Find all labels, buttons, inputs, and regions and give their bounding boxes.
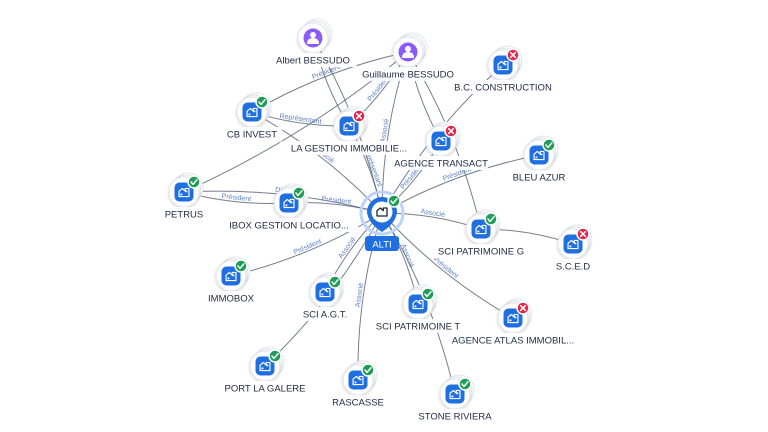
building-icon <box>493 55 513 75</box>
building-icon <box>255 356 275 376</box>
building-icon <box>529 145 549 165</box>
status-cross-icon <box>444 124 458 138</box>
edge-label: Associé <box>355 282 365 307</box>
node-bleuazur[interactable]: BLEU AZUR <box>508 135 570 184</box>
person-icon <box>398 42 418 62</box>
edge-line <box>251 111 383 214</box>
node-sciagt[interactable]: SCI A.G.T. <box>292 272 358 321</box>
node-scipatt[interactable]: SCI PATRIMOINE T <box>368 284 468 333</box>
status-check-icon <box>421 287 435 301</box>
status-check-icon <box>268 349 282 363</box>
node-scipatg[interactable]: SCI PATRIMOINE G <box>431 209 531 258</box>
building-icon <box>503 308 523 328</box>
edge-label: Président <box>321 196 351 206</box>
status-cross-icon <box>352 109 366 123</box>
node-bc[interactable]: B.C. CONSTRUCTION <box>450 45 556 94</box>
node-label: CB INVEST <box>227 129 277 140</box>
status-cross-icon <box>516 301 530 315</box>
node-label: SCI PATRIMOINE T <box>376 321 461 332</box>
status-check-icon <box>387 194 401 208</box>
building-icon <box>221 266 241 286</box>
node-label: PORT LA GALERE <box>225 383 306 394</box>
node-label: STONE RIVIERA <box>418 411 492 422</box>
node-label: LA GESTION IMMOBILIE... <box>291 143 407 154</box>
node-albert[interactable]: Albert BESSUDO <box>268 18 358 67</box>
building-icon <box>348 370 368 390</box>
edge-label: Associé <box>380 118 391 143</box>
node-label: AGENCE TRANSACT <box>394 158 488 169</box>
building-icon <box>315 282 335 302</box>
node-label: SCI PATRIMOINE G <box>438 246 524 257</box>
node-alti-center[interactable]: ALTI <box>359 190 405 251</box>
edge-label: Représentant <box>279 113 322 126</box>
status-cross-icon <box>576 227 590 241</box>
node-label: B.C. CONSTRUCTION <box>454 82 552 93</box>
status-check-icon <box>542 138 556 152</box>
edge-label: Président <box>221 193 251 203</box>
building-icon <box>242 102 262 122</box>
building-icon <box>174 182 194 202</box>
edge-label: Associé <box>420 208 445 219</box>
status-check-icon <box>458 377 472 391</box>
building-icon <box>339 116 359 136</box>
node-label: Albert BESSUDO <box>276 55 350 66</box>
building-icon <box>471 219 491 239</box>
node-ibox[interactable]: IBOX GESTION LOCATIO... <box>219 183 359 232</box>
node-label: S.C.E.D <box>556 261 590 272</box>
node-label: IMMOBOX <box>208 293 255 304</box>
node-sced[interactable]: S.C.E.D <box>548 224 598 273</box>
status-check-icon <box>328 275 342 289</box>
center-label-pill <box>365 236 399 251</box>
edge-label: Associé <box>337 236 357 260</box>
status-check-icon <box>255 95 269 109</box>
status-check-icon <box>187 175 201 189</box>
building-icon <box>408 294 428 314</box>
node-portgalere[interactable]: PORT LA GALERE <box>220 346 310 395</box>
node-rascasse[interactable]: RASCASSE <box>330 360 386 409</box>
edge-label: Président <box>293 238 323 256</box>
status-check-icon <box>234 259 248 273</box>
node-gestion[interactable]: LA GESTION IMMOBILIE... <box>279 106 419 155</box>
building-icon <box>279 193 299 213</box>
node-cbinvest[interactable]: CB INVEST <box>221 92 283 141</box>
node-label: Guillaume BESSUDO <box>362 69 454 80</box>
status-check-icon <box>292 186 306 200</box>
node-immobox[interactable]: IMMOBOX <box>206 256 256 305</box>
person-icon <box>303 28 323 48</box>
node-label: BLEU AZUR <box>513 172 566 183</box>
node-label: SCI A.G.T. <box>303 309 347 320</box>
center-label: ALTI <box>372 239 391 250</box>
status-cross-icon <box>506 48 520 62</box>
node-petrus[interactable]: PETRUS <box>162 172 206 221</box>
node-label: IBOX GESTION LOCATIO... <box>229 220 349 231</box>
building-icon <box>431 131 451 151</box>
building-icon <box>376 207 388 217</box>
status-check-icon <box>484 212 498 226</box>
node-label: AGENCE ATLAS IMMOBIL... <box>452 335 574 346</box>
node-stone[interactable]: STONE RIVIERA <box>413 374 497 423</box>
status-check-icon <box>361 363 375 377</box>
node-transact[interactable]: AGENCE TRANSACT <box>394 121 488 170</box>
edge-label: Président <box>432 256 459 280</box>
node-label: RASCASSE <box>332 397 384 408</box>
building-icon <box>563 234 583 254</box>
node-label: PETRUS <box>165 209 204 220</box>
node-guillaume[interactable]: Guillaume BESSUDO <box>355 32 461 81</box>
building-icon <box>445 384 465 404</box>
node-atlas[interactable]: AGENCE ATLAS IMMOBIL... <box>443 298 583 347</box>
